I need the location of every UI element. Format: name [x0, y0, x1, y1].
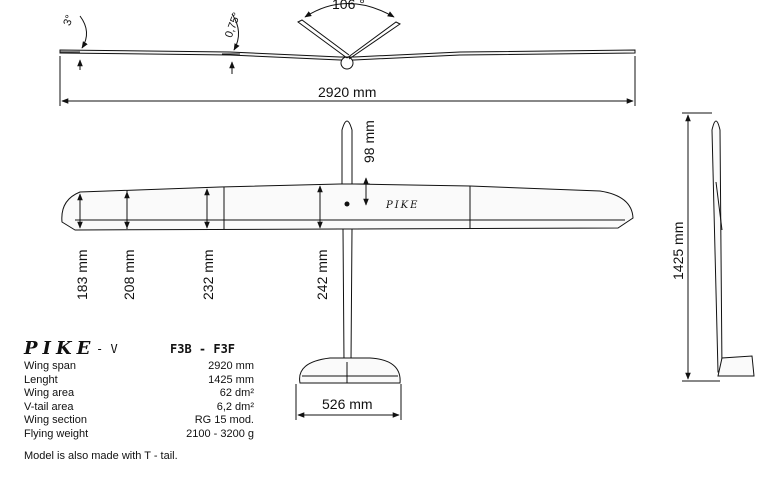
tip-dihedral-label: 3° — [61, 13, 76, 27]
spec-row: Flying weight 2100 - 3200 g — [24, 428, 254, 442]
vtail-angle-arc — [304, 3, 395, 18]
side-view — [682, 112, 755, 382]
spec-value: 2100 - 3200 g — [186, 427, 254, 440]
chord-label-242: 242 mm — [314, 249, 330, 300]
top-fuselage-boom — [342, 228, 353, 363]
chord-label-232: 232 mm — [200, 249, 216, 300]
cg-mark — [344, 201, 350, 207]
model-name: PIKE — [24, 338, 96, 359]
mid-dihedral-label: 0,75° — [223, 11, 243, 39]
spec-label: Wing section — [24, 414, 87, 426]
top-view — [61, 120, 634, 420]
span-label: 2920 mm — [318, 84, 376, 100]
spec-label: Wing span — [24, 360, 76, 372]
spec-value: 6,2 dm² — [216, 400, 254, 413]
side-fuselage — [711, 120, 723, 373]
front-vtail-right — [346, 21, 401, 60]
top-tail — [299, 357, 401, 384]
top-model-label: PIKE — [385, 200, 419, 211]
spec-label: Flying weight — [24, 427, 89, 440]
mid-dihedral-arc — [231, 13, 240, 51]
spec-value: 2920 mm — [208, 360, 254, 372]
spec-value: RG 15 mod. — [194, 414, 254, 426]
side-fin — [717, 355, 755, 377]
front-fuselage — [340, 56, 354, 70]
spec-title-row: PIKE - V F3B - F3F — [24, 338, 254, 360]
model-suffix: - V — [96, 342, 118, 356]
spec-row: V-tail area 6,2 dm² — [24, 401, 254, 415]
side-length-label: 1425 mm — [670, 222, 686, 280]
model-category: F3B - F3F — [170, 342, 236, 356]
chord-label-183: 183 mm — [74, 249, 90, 300]
spec-sheet: PIKE - V F3B - F3F Wing span 2920 mm Leng… — [24, 338, 254, 462]
spec-label: V-tail area — [24, 400, 74, 413]
side-wing-root — [715, 181, 723, 231]
top-fuselage-nose — [341, 120, 353, 184]
fuselage-label: 98 mm — [361, 120, 377, 163]
spec-value: 1425 mm — [208, 373, 254, 386]
spec-table: Wing span 2920 mm Lenght 1425 mm Wing area… — [24, 360, 254, 441]
vtail-angle-label: 106 ° — [332, 0, 365, 12]
front-wing — [59, 49, 636, 61]
spec-row: Wing area 62 dm² — [24, 387, 254, 401]
spec-row: Lenght 1425 mm — [24, 374, 254, 388]
front-vtail-left — [297, 19, 350, 59]
spec-label: Wing area — [24, 387, 75, 399]
tail-span-label: 526 mm — [322, 396, 373, 412]
front-view — [59, 3, 636, 106]
spec-row: Wing span 2920 mm — [24, 360, 254, 374]
chord-label-208: 208 mm — [121, 249, 137, 300]
top-wing — [61, 183, 634, 231]
spec-label: Lenght — [24, 373, 58, 386]
spec-row: Wing section RG 15 mod. — [24, 414, 254, 428]
spec-value: 62 dm² — [219, 387, 254, 399]
t-tail-note: Model is also made with T - tail. — [24, 450, 178, 462]
tip-dihedral-arc — [79, 15, 88, 49]
